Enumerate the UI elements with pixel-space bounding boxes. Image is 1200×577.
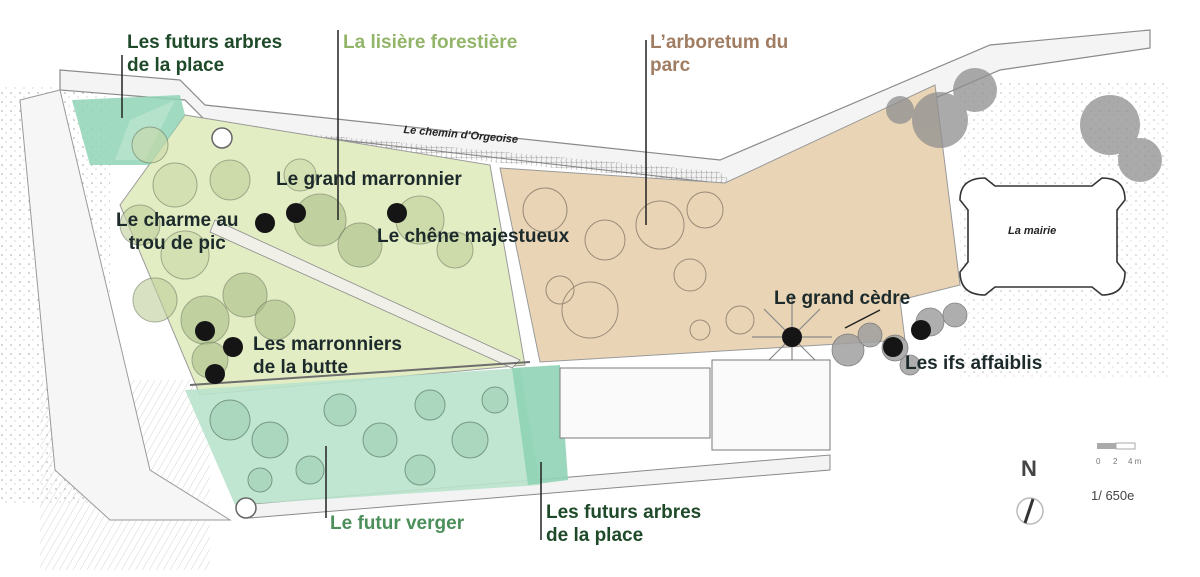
north-arrow-icon — [1016, 497, 1044, 525]
scale-tick-4: 4 m — [1128, 457, 1142, 466]
post-south — [235, 497, 257, 519]
marker-if-1 — [911, 320, 931, 340]
arboretum-canopies — [522, 187, 755, 341]
marker-marronnier-2 — [223, 337, 243, 357]
label-marronniers-butte: Les marronniers de la butte — [253, 334, 402, 378]
label-ifs-affaiblis: Les ifs affaiblis — [905, 353, 1043, 374]
diagonal-path — [209, 219, 521, 369]
forest-canopies — [119, 126, 474, 379]
leader-lines — [121, 30, 881, 540]
marker-chene — [387, 203, 407, 223]
mairie-building — [959, 177, 1126, 296]
marker-grand-cedre — [782, 327, 802, 347]
dark-canopies-ne — [886, 68, 1162, 182]
marker-if-2 — [883, 337, 903, 357]
label-futurs-arbres-nw: Les futurs arbres de la place — [127, 32, 283, 76]
zone-futur-verger — [185, 368, 540, 505]
scale-tick-0: 0 — [1096, 457, 1101, 466]
label-grand-cedre: Le grand cèdre — [774, 288, 911, 309]
north-label: N — [1021, 456, 1037, 481]
marker-marronnier-1 — [195, 321, 215, 341]
scale-tick-2: 2 — [1113, 457, 1118, 466]
label-lisiere-forestiere: La lisière forestière — [343, 32, 518, 53]
scale-ratio: 1/ 650e — [1091, 488, 1135, 503]
marker-grand-marronnier — [286, 203, 306, 223]
tree-markers — [195, 203, 931, 384]
south-buildings — [559, 359, 831, 451]
path-divider — [189, 361, 531, 386]
label-futurs-arbres-s: Les futurs arbres de la place — [546, 502, 702, 546]
marker-marronnier-3 — [205, 364, 225, 384]
orchard-canopies — [209, 386, 509, 493]
label-arboretum: L’arboretum du parc — [650, 32, 789, 76]
road-chemin-hatch — [210, 125, 735, 185]
road-chemin-orgeoise — [59, 29, 1151, 186]
label-mairie: La mairie — [1008, 225, 1057, 237]
label-futur-verger: Le futur verger — [330, 513, 465, 534]
zone-futurs-arbres-s — [512, 365, 568, 485]
scale-bar — [1097, 442, 1136, 450]
road-left — [19, 89, 232, 521]
zone-arboretum — [499, 84, 961, 363]
label-charme: Le charme au trou de pic — [116, 210, 239, 254]
post-north — [211, 127, 233, 149]
marker-charme — [255, 213, 275, 233]
label-grand-marronnier: Le grand marronnier — [276, 169, 462, 190]
label-chene: Le chêne majestueux — [377, 226, 570, 247]
